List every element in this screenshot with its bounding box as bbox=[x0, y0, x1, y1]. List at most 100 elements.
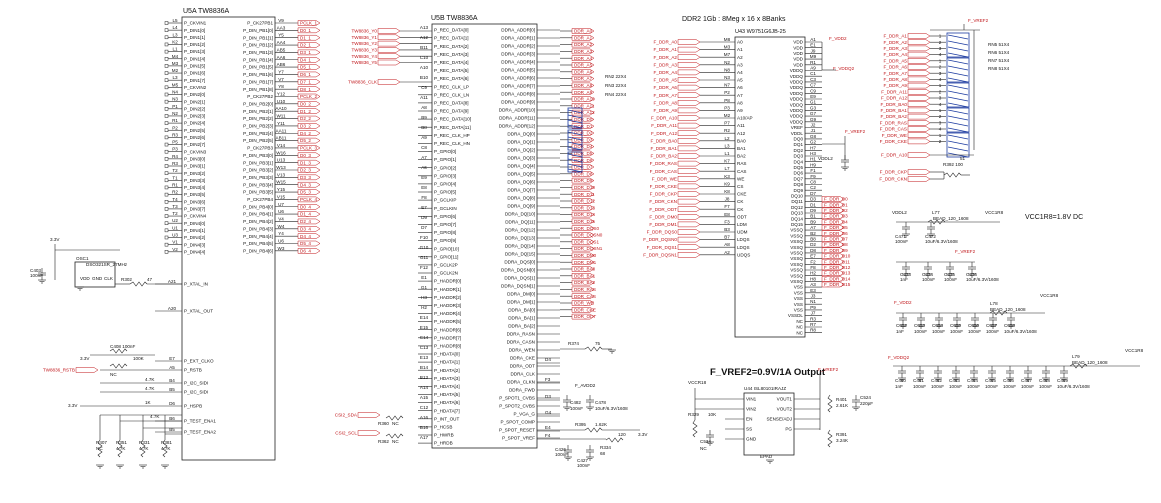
pin-number: M8 bbox=[724, 37, 731, 42]
pin-net: P_DIN_PB1[0] bbox=[243, 28, 273, 33]
pin-stub bbox=[164, 92, 169, 97]
flag-shape bbox=[677, 244, 701, 250]
flag-label: DDR_DQSN0 bbox=[574, 233, 603, 238]
flag-label: D5_2 bbox=[300, 138, 311, 143]
bot-res-label: R381 bbox=[161, 440, 172, 445]
pin-number: P1 bbox=[172, 104, 178, 109]
r1k: 1K bbox=[145, 400, 152, 405]
pin-net: LDQS bbox=[737, 245, 750, 250]
ddr2-block: DDR2 1Gb : 8Meg x 16 x 8Banks U43 W9751G… bbox=[643, 16, 866, 338]
r362-label: R362 bbox=[378, 439, 389, 444]
rn-pin: 4 bbox=[939, 52, 942, 57]
pin-net: DDRA_ADDR[3] bbox=[501, 52, 535, 57]
rn-hatch bbox=[947, 121, 969, 127]
flag-shape bbox=[677, 62, 701, 68]
pin-number: V13 bbox=[277, 172, 286, 177]
pin-net: DDRA_DQ[15] bbox=[505, 252, 535, 257]
flag-label: D6_4 bbox=[300, 248, 311, 253]
l77-value: BEAD_120_1608 bbox=[933, 216, 969, 221]
pin-number: P9 bbox=[810, 305, 816, 310]
pin-net: DDRA_BA[2] bbox=[508, 324, 535, 329]
pin-net: VSS bbox=[794, 290, 803, 295]
pin-number: A14 bbox=[420, 385, 429, 390]
pin-number: N3 bbox=[724, 75, 730, 80]
pin-net: VDD bbox=[793, 62, 803, 67]
ground-symbol bbox=[563, 406, 571, 411]
flag-shape bbox=[377, 47, 401, 53]
pin-net: P_HRDB bbox=[434, 441, 453, 446]
rn-network-box bbox=[946, 57, 970, 83]
flag-shape bbox=[677, 92, 701, 98]
flag-label: DDR_D8 bbox=[574, 171, 593, 176]
c403-value: 100nF bbox=[30, 273, 43, 278]
pin-net: DQ10 bbox=[791, 194, 803, 199]
flag-shape bbox=[297, 71, 321, 78]
rn-left-flag-5: F_DDR_A6 bbox=[884, 64, 931, 70]
flag-label: D1_3 bbox=[300, 160, 311, 165]
pin-net: P_DIN3[2] bbox=[184, 171, 205, 176]
pin-net: P_REC_DATA[6] bbox=[434, 76, 469, 81]
flag-label: DDR_A10 bbox=[574, 97, 595, 102]
pin-net: P_CKVIN4 bbox=[184, 214, 207, 219]
rn-pin: 3 bbox=[939, 120, 942, 125]
flag-label: F_DDR_A6 bbox=[884, 65, 908, 70]
u5b-body bbox=[431, 23, 538, 449]
flag-shape bbox=[907, 138, 931, 145]
pin-net: DDRA_ADDR[8] bbox=[501, 92, 535, 97]
u5a-flag-16: D5_2 bbox=[297, 137, 321, 144]
flag-label: F_DDR_A2 bbox=[884, 40, 908, 45]
pin-net: VDDQ bbox=[790, 97, 804, 102]
ground-symbol bbox=[1024, 377, 1032, 382]
l78-value: BEAD_120_1608 bbox=[990, 307, 1026, 312]
bot-res-value: NC bbox=[96, 446, 103, 451]
c534-label: C534 bbox=[700, 439, 711, 444]
ground-symbol bbox=[852, 406, 860, 411]
pin-net: DDRA_ADDR[1] bbox=[501, 36, 535, 41]
pin-net: P_DIN_PB4[0] bbox=[243, 204, 273, 209]
pin-number: C8 bbox=[810, 180, 816, 185]
ddr-vddl2-label: VDDL2 bbox=[818, 156, 833, 161]
r334-label: R334 bbox=[600, 445, 611, 450]
pin-net: P_DIN_PB3[4] bbox=[243, 182, 273, 187]
rn-left-flag-13: F_DDR_BA2 bbox=[880, 113, 931, 120]
ground-symbol bbox=[970, 377, 978, 382]
pin-number: B5 bbox=[169, 427, 175, 432]
row4-cap-8 bbox=[1042, 366, 1050, 382]
pin-stub bbox=[164, 128, 169, 132]
ground-symbol bbox=[1042, 377, 1050, 382]
u5a-flag-9: D8_1 bbox=[297, 86, 321, 92]
r329-res bbox=[692, 419, 698, 438]
pin-number: B4 bbox=[169, 378, 175, 383]
flag-shape bbox=[297, 218, 321, 225]
u5b-right-flag-17: DDR_D4 bbox=[571, 143, 595, 150]
rn-hatch bbox=[567, 168, 583, 173]
c427-label: C427 bbox=[577, 458, 588, 463]
l79-bead bbox=[1069, 363, 1088, 369]
flag-shape bbox=[821, 207, 845, 214]
pin-net: CK bbox=[737, 207, 744, 212]
flag-label: TW8836_Y0 bbox=[351, 29, 377, 34]
u5a-block: U5A TW8836A L5P_CKVIN1L4P_DIN1[0]L3P_DIN… bbox=[155, 8, 321, 461]
pin-net: DDRA_ADDR[11] bbox=[499, 116, 535, 121]
row3-cap-value: 100nF bbox=[950, 329, 963, 334]
l79-label: L79 bbox=[1072, 354, 1080, 359]
pin-net: LDM bbox=[737, 222, 747, 227]
pin-number: R2 bbox=[724, 128, 730, 133]
u5b-right-flag-12: DDR_A12 bbox=[571, 109, 595, 116]
ddr-right-flag-9: F_DDR_D9 bbox=[821, 247, 848, 254]
flag-shape bbox=[297, 226, 321, 232]
row4-cap-value: 100nF bbox=[985, 384, 998, 389]
u5b-right-flag-41: DDR_CKE bbox=[571, 307, 596, 313]
pin-number: W15 bbox=[276, 180, 286, 185]
pin-number: A10 bbox=[420, 65, 429, 70]
flag-label: DDR_D7 bbox=[574, 165, 593, 170]
row4-cap-label: C465 bbox=[985, 378, 996, 383]
row4-vddq2-label: F_VDDQ2 bbox=[888, 355, 910, 360]
flag-shape bbox=[907, 45, 931, 52]
pin-number: P7 bbox=[724, 121, 730, 126]
flag-label: F_DDR_A9 bbox=[884, 83, 908, 88]
ground-symbol bbox=[946, 273, 954, 278]
u5b-ref: U5B TW8836A bbox=[431, 15, 478, 22]
pin-net: P_GPIO[11] bbox=[434, 254, 458, 259]
ddr-right-flag-13: F_DDR_D13 bbox=[821, 270, 851, 276]
